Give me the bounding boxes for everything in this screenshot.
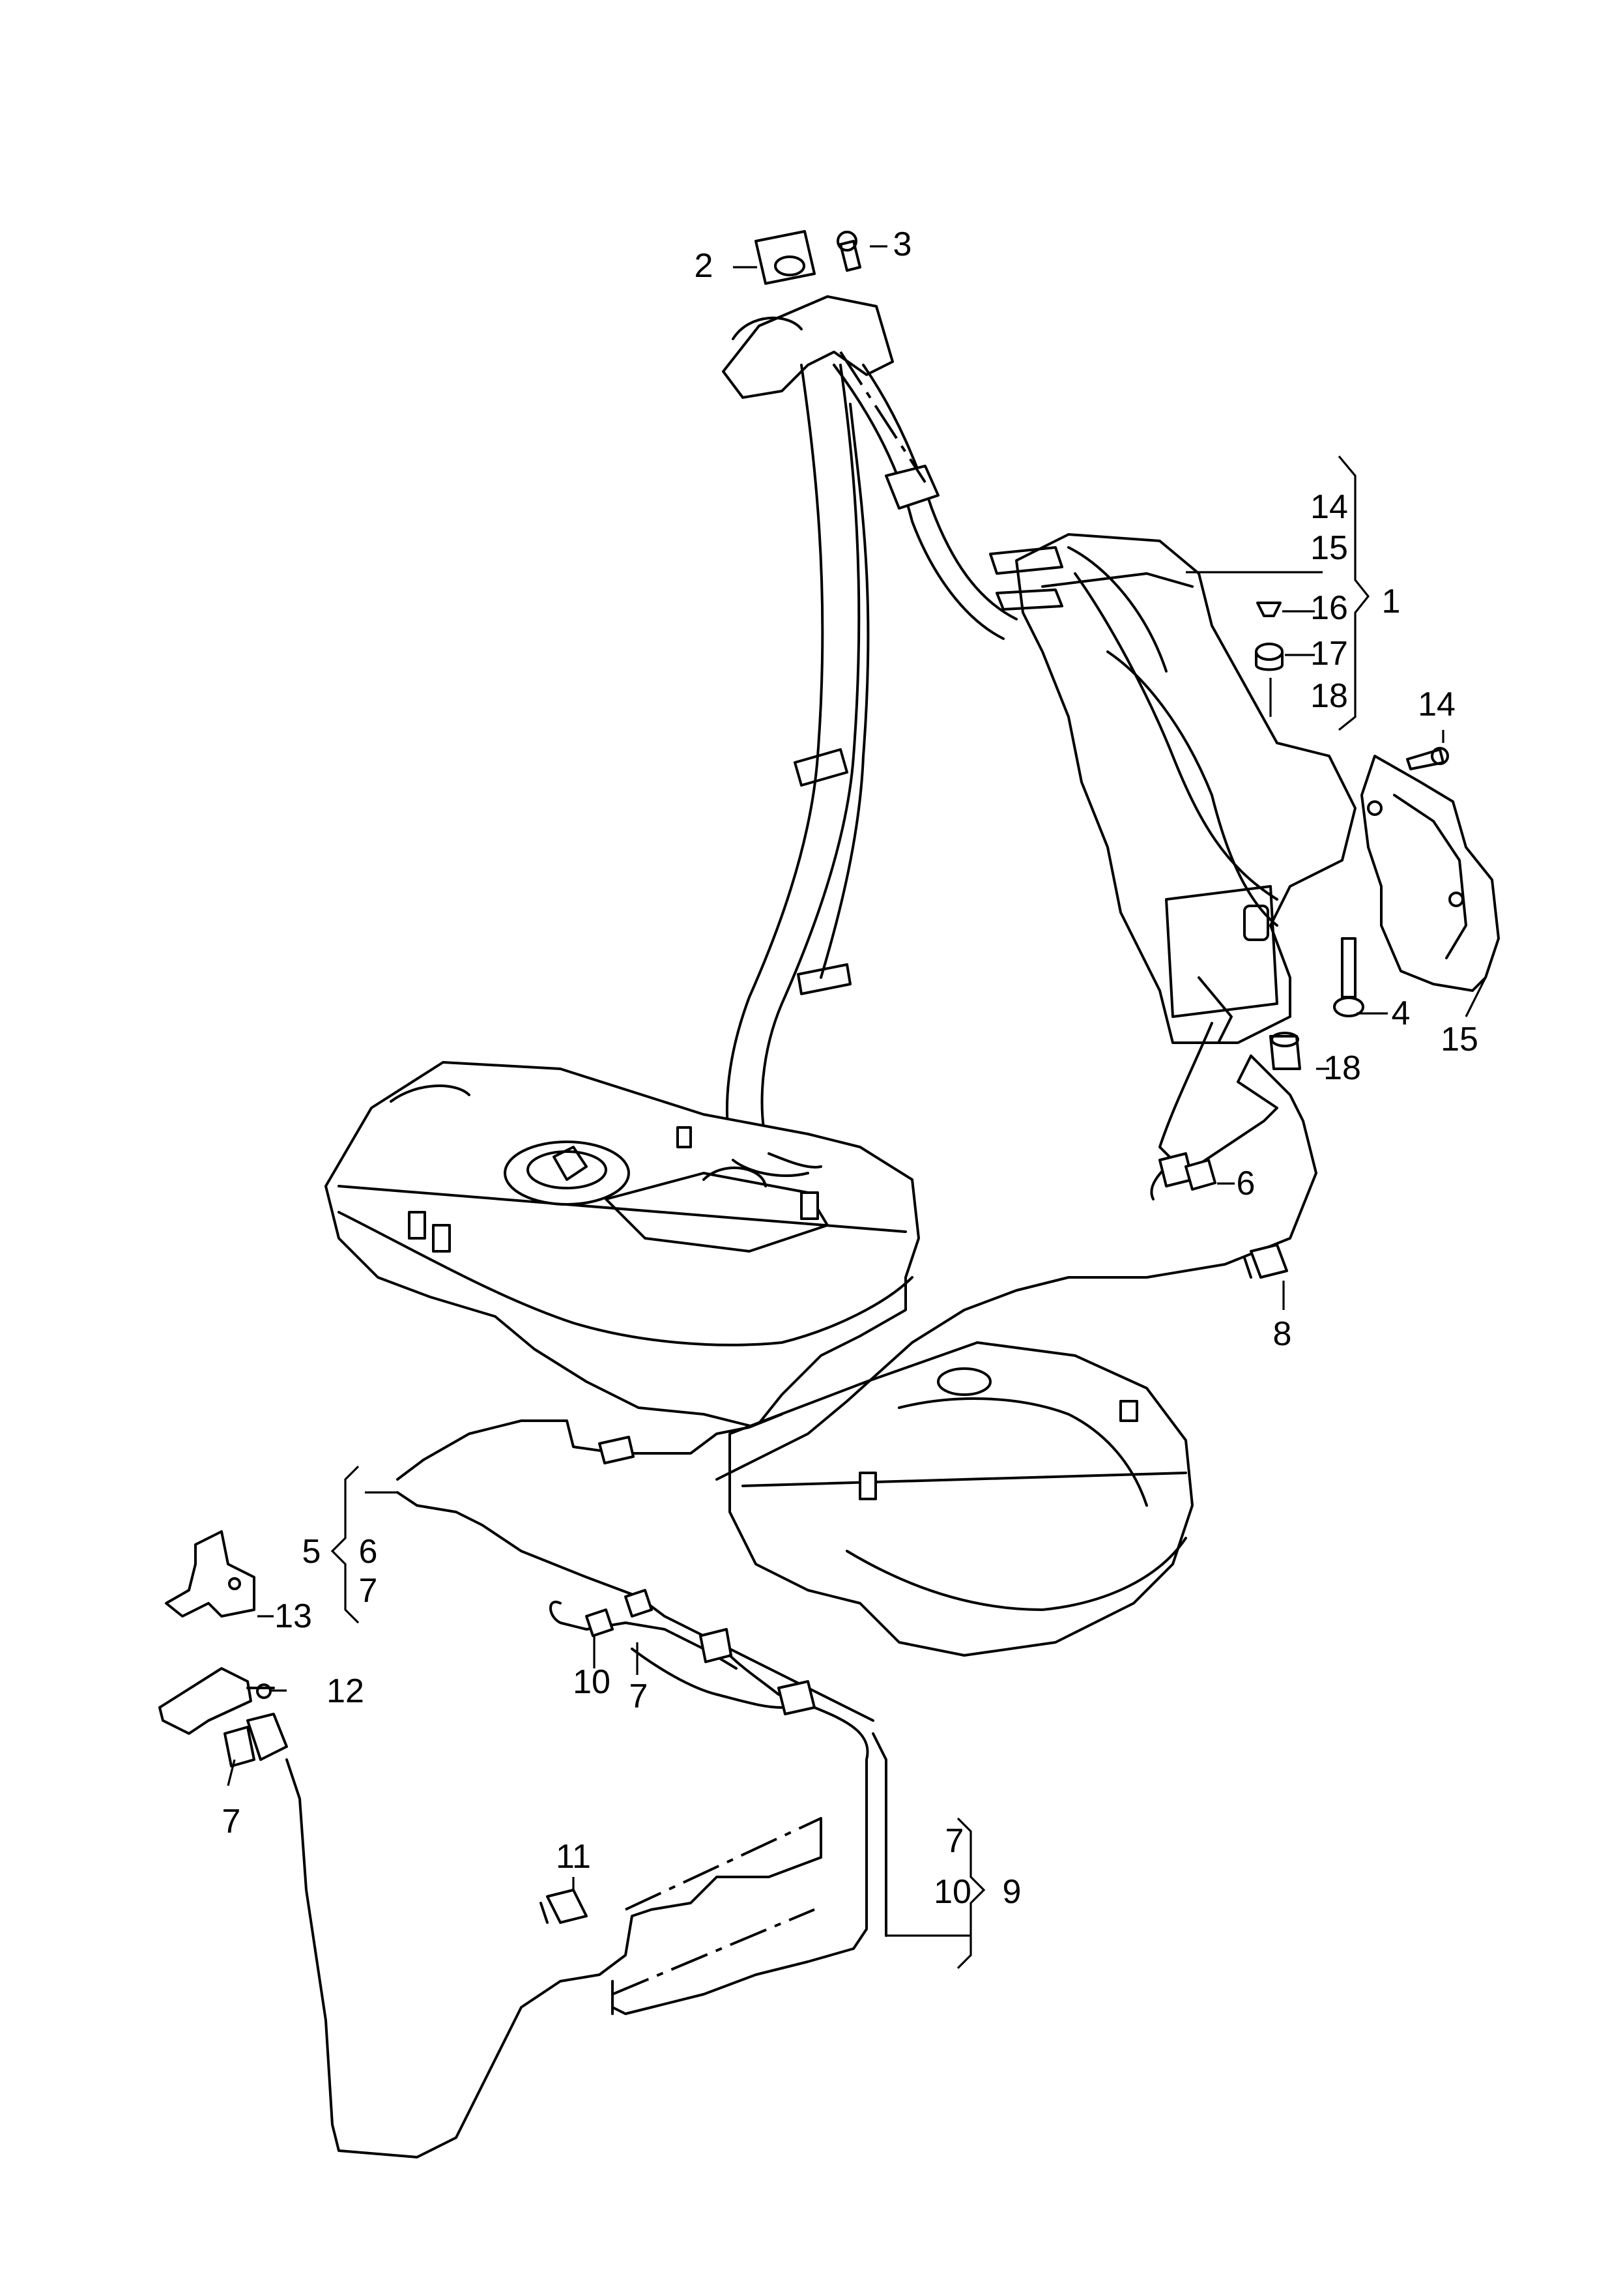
callout-1: 1 — [1382, 583, 1401, 620]
callout-15-group: 15 — [1310, 529, 1348, 567]
fluid-reservoir — [989, 533, 1357, 1044]
callout-17: 17 — [1310, 635, 1348, 673]
callout-6-connector: 6 — [1237, 1165, 1256, 1202]
callout-labels: 2 3 14 15 16 17 18 1 14 4 15 18 6 8 5 6 … — [222, 225, 1478, 1911]
bolt-14 — [1406, 747, 1449, 770]
clip-18 — [1269, 1032, 1301, 1070]
callout-12: 12 — [326, 1672, 364, 1710]
callout-16: 16 — [1310, 589, 1348, 627]
callout-4: 4 — [1392, 995, 1411, 1032]
bolt-4 — [1333, 937, 1364, 1017]
callout-11: 11 — [556, 1838, 591, 1876]
callout-14-group: 14 — [1310, 488, 1348, 526]
clip-8 — [1243, 1243, 1288, 1279]
bracket-13 — [165, 1530, 255, 1618]
heat-shield — [1360, 755, 1500, 992]
bolt-3 — [837, 231, 861, 272]
callout-18-group: 18 — [1310, 677, 1348, 715]
secondary-fuel-tank — [728, 1341, 1194, 1657]
callout-14-bolt: 14 — [1418, 686, 1456, 723]
clip-11 — [539, 1889, 588, 1924]
callout-9: 9 — [1003, 1873, 1022, 1911]
filler-neck — [722, 230, 1018, 1161]
fuel-line-assembly — [223, 1022, 1317, 2158]
callout-7-group5: 7 — [359, 1572, 378, 1610]
connector-6 — [1185, 1159, 1216, 1191]
grommet-16-17 — [1255, 602, 1284, 671]
callout-8: 8 — [1273, 1315, 1292, 1353]
callout-10-wire: 10 — [573, 1663, 610, 1701]
callout-10-group9: 10 — [934, 1873, 971, 1911]
callout-2: 2 — [695, 247, 713, 285]
callout-7-wire: 7 — [629, 1678, 648, 1715]
main-fuel-tank — [324, 1061, 920, 1429]
leader-lines — [227, 245, 1487, 1969]
callout-18-clip: 18 — [1323, 1049, 1361, 1087]
callout-15-shield: 15 — [1441, 1021, 1478, 1058]
callout-7-group9: 7 — [945, 1822, 964, 1860]
callout-6-group: 6 — [359, 1533, 378, 1571]
callout-5: 5 — [302, 1533, 321, 1571]
callout-3: 3 — [893, 225, 912, 263]
callout-13: 13 — [274, 1597, 312, 1635]
callout-7-connector: 7 — [222, 1803, 241, 1840]
